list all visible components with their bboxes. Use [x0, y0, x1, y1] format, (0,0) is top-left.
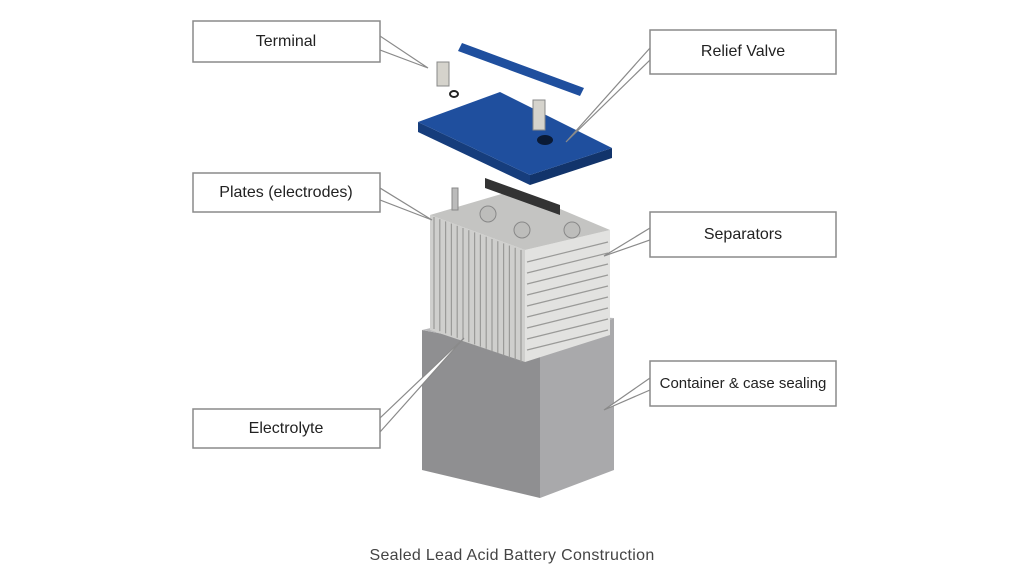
figure-caption: Sealed Lead Acid Battery Construction [369, 547, 655, 564]
separator-grid-line [526, 318, 609, 340]
label-plates: Plates (electrodes) [192, 172, 381, 213]
separator-grid-line [526, 274, 609, 296]
relief-valve-label: Relief Valve [701, 43, 785, 60]
container-label: Container & case sealing [660, 375, 827, 392]
plates-pointer [379, 186, 433, 221]
label-electrolyte: Electrolyte [192, 408, 381, 449]
label-terminal: Terminal [192, 20, 381, 63]
plates-label: Plates (electrodes) [219, 184, 352, 201]
separator-grid-line [526, 252, 609, 274]
separator-grid-line [526, 263, 609, 285]
label-container: Container & case sealing [649, 360, 837, 407]
plates-block [430, 178, 610, 362]
separator-grid-line [526, 329, 609, 351]
terminal-label: Terminal [256, 33, 316, 50]
label-relief-valve: Relief Valve [649, 29, 837, 75]
separator-grid-line [526, 307, 609, 329]
separator-grid-line [526, 296, 609, 318]
separators-label: Separators [704, 226, 782, 243]
separator-grid-line [526, 285, 609, 307]
separator-grid-line [526, 241, 609, 263]
battery-lid [418, 43, 612, 185]
label-separators: Separators [649, 211, 837, 258]
separators-pointer [603, 226, 651, 257]
terminal-pointer [379, 34, 429, 69]
electrolyte-label: Electrolyte [249, 420, 324, 437]
